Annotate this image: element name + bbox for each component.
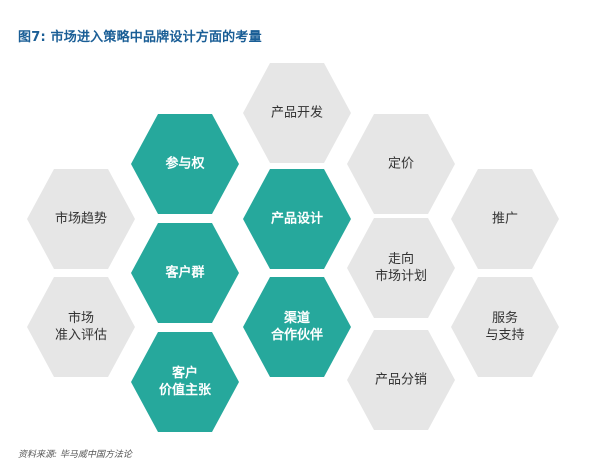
hexagon-shape (347, 114, 455, 214)
hexagon-label: 市场趋势 (55, 211, 107, 227)
hexagon-participation-rights: 参与权 (131, 114, 239, 214)
hexagon-label: 定价 (388, 157, 414, 172)
hexagon-shape (243, 169, 351, 269)
hexagon-label: 推广 (492, 212, 518, 227)
figure-title: 图7: 市场进入策略中品牌设计方面的考量 (18, 30, 262, 45)
hexagon-market-trends: 市场趋势 (27, 169, 135, 269)
hexagon-label: 市场 (68, 310, 94, 326)
hexagon-label: 价值主张 (159, 382, 212, 398)
hexagon-shape (243, 277, 351, 377)
hexagon-customer-group: 客户群 (131, 223, 239, 323)
hexagon-promotion: 推广 (451, 169, 559, 269)
hexagon-label: 产品设计 (271, 211, 323, 227)
hexagon-shape (131, 332, 239, 432)
hexagon-label: 产品开发 (271, 105, 323, 121)
hexagon-shape (347, 330, 455, 430)
hexagon-label: 合作伙伴 (271, 327, 323, 343)
hexagon-label: 参与权 (165, 156, 205, 172)
hexagon-label: 客户群 (165, 265, 204, 281)
hexagon-product-development: 产品开发 (243, 63, 351, 163)
hexagon-shape (131, 114, 239, 214)
hexagon-label: 与支持 (485, 328, 524, 343)
hexagon-label: 走向 (388, 251, 414, 267)
hexagon-shape (451, 169, 559, 269)
hexagon-shape (451, 277, 559, 377)
hexagon-pricing: 定价 (347, 114, 455, 214)
hexagon-label: 市场计划 (375, 268, 427, 284)
hexagon-label: 准入评估 (55, 328, 107, 343)
hexagon-label: 服务 (492, 310, 518, 326)
hexagon-label: 渠道 (283, 310, 310, 326)
hexagon-shape (27, 169, 135, 269)
hexagon-product-distribution: 产品分销 (347, 330, 455, 430)
hexagon-shape (131, 223, 239, 323)
hexagon-label: 产品分销 (375, 373, 427, 388)
hexagon-shape (243, 63, 351, 163)
hexagon-shape (27, 277, 135, 377)
hexagon-shape (347, 218, 455, 318)
hexagon-label: 客户 (172, 365, 198, 381)
source-note: 资料来源: 毕马威中国方法论 (18, 450, 132, 460)
hexagon-product-design: 产品设计 (243, 169, 351, 269)
